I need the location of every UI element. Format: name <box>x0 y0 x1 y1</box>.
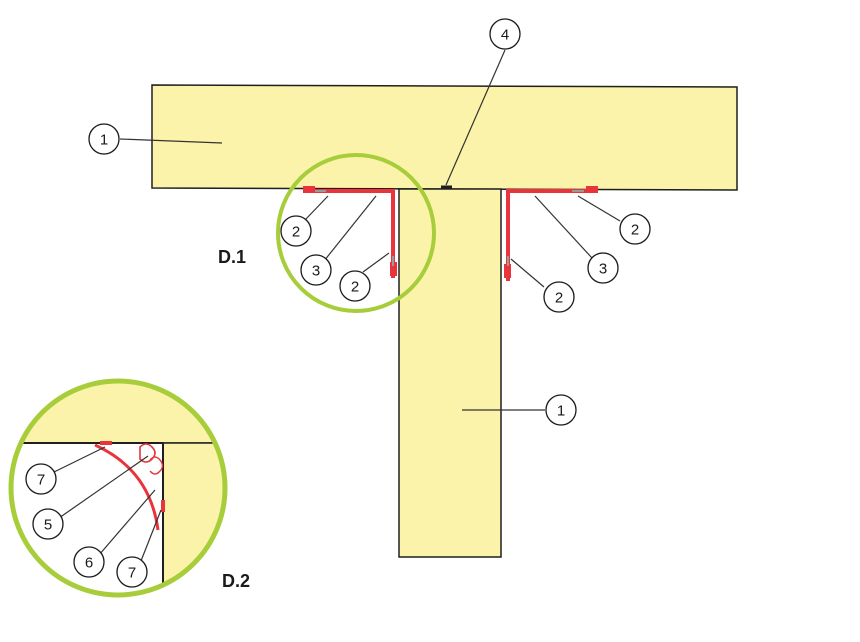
callout-2-left-a: 2 <box>280 215 312 247</box>
svg-text:7: 7 <box>128 565 136 582</box>
svg-text:1: 1 <box>557 403 565 420</box>
callout-1-top: 1 <box>88 123 120 155</box>
callout-7-b: 7 <box>116 556 148 588</box>
svg-text:6: 6 <box>85 555 93 572</box>
detail-label-d1: D.1 <box>218 247 246 267</box>
leader-lines <box>119 49 621 411</box>
svg-text:2: 2 <box>555 290 563 307</box>
callout-3-right: 3 <box>587 252 619 284</box>
vertical-panel <box>398 188 502 558</box>
callout-6: 6 <box>73 546 105 578</box>
d2-backing-rod <box>139 443 156 463</box>
callout-2-left-b: 2 <box>339 270 371 302</box>
callout-3-left: 3 <box>300 254 332 286</box>
callout-5: 5 <box>32 508 64 540</box>
detail-ring-d1 <box>276 153 436 313</box>
svg-text:5: 5 <box>44 517 52 534</box>
callout-2-right-b: 2 <box>543 281 575 313</box>
left-fixing-angle <box>303 186 397 278</box>
svg-text:2: 2 <box>631 222 639 239</box>
svg-text:2: 2 <box>292 224 300 241</box>
callout-7-a: 7 <box>25 463 57 495</box>
svg-text:7: 7 <box>37 472 45 489</box>
horizontal-panel <box>151 84 738 191</box>
svg-text:1: 1 <box>100 132 108 149</box>
svg-text:2: 2 <box>351 279 359 296</box>
svg-text:4: 4 <box>501 27 509 44</box>
detail-label-d2: D.2 <box>222 571 250 591</box>
callout-1-stem: 1 <box>545 394 577 426</box>
callout-2-right-a: 2 <box>619 213 651 245</box>
callout-4: 4 <box>489 18 521 50</box>
d2-sealant-fillet <box>94 443 160 531</box>
svg-text:3: 3 <box>312 263 320 280</box>
svg-text:3: 3 <box>599 261 607 278</box>
right-fixing-angle <box>504 186 598 281</box>
